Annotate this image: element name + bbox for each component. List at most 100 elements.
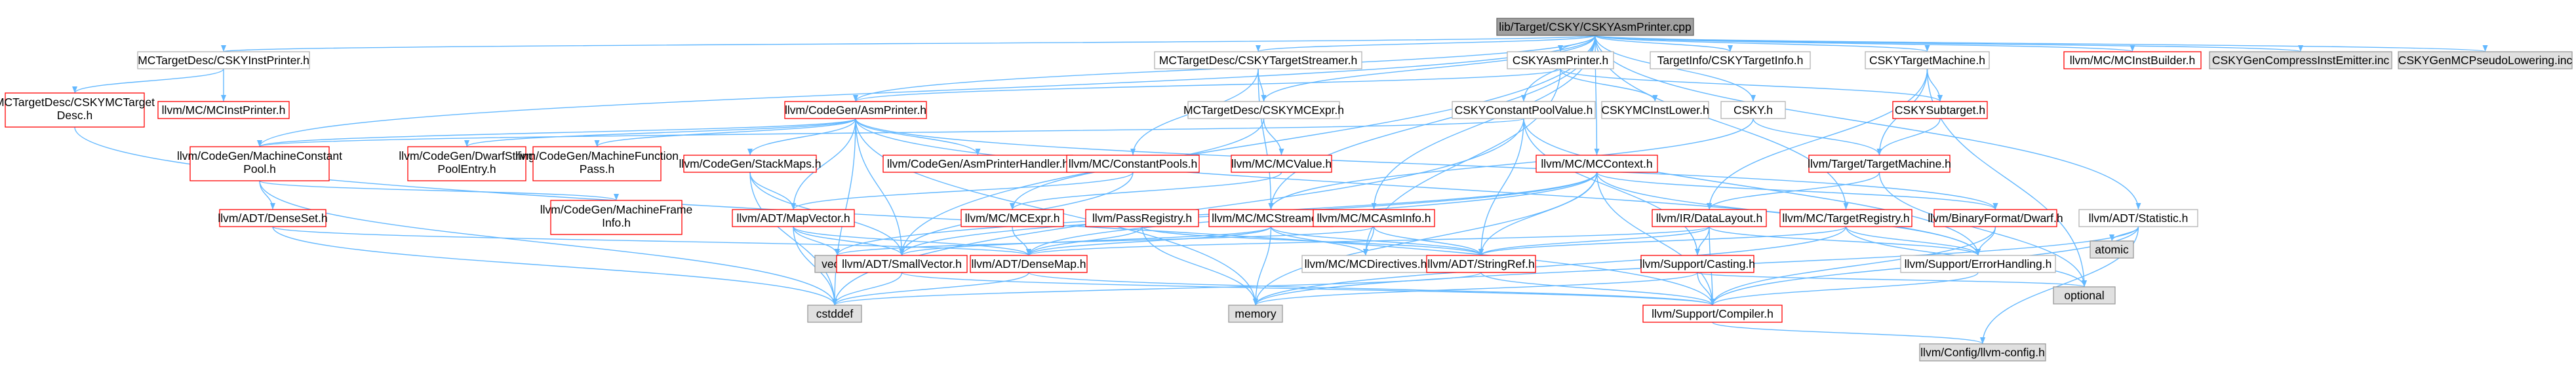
node-stringref[interactable]: llvm/ADT/StringRef.h — [1426, 255, 1536, 273]
node-ttm[interactable]: llvm/Target/TargetMachine.h — [1808, 155, 1951, 173]
node-casting[interactable]: llvm/Support/Casting.h — [1640, 255, 1755, 273]
edge-constpools-to-mapvector — [791, 172, 1134, 210]
node-compiler[interactable]: llvm/Support/Compiler.h — [1642, 305, 1783, 323]
node-label: llvm/MC/MCInstBuilder.h — [2070, 54, 2196, 67]
node-label: atomic — [2095, 243, 2129, 256]
node-cpv[interactable]: CSKYConstantPoolValue.h — [1452, 101, 1596, 119]
node-mcvalue[interactable]: llvm/MC/MCValue.h — [1231, 155, 1332, 173]
node-mcinstbuilder[interactable]: llvm/MC/MCInstBuilder.h — [2063, 51, 2202, 69]
node-mcexpr[interactable]: llvm/MC/MCExpr.h — [961, 209, 1064, 227]
node-llvmconfig[interactable]: llvm/Config/llvm-config.h — [1919, 343, 2046, 362]
node-mccontext[interactable]: llvm/MC/MCContext.h — [1536, 155, 1658, 173]
edge-mccontext-to-stringref — [1478, 172, 1598, 256]
node-box — [1066, 155, 1200, 173]
edge-asmprinter_h-to-cg_asmprinter — [853, 68, 1561, 102]
node-pseudolower[interactable]: CSKYGenMCPseudoLowering.inc — [2398, 51, 2573, 69]
node-tstreamer[interactable]: MCTargetDesc/CSKYTargetStreamer.h — [1154, 51, 1362, 69]
node-label: llvm/MC/MCDirectives.h — [1305, 257, 1427, 270]
node-box — [189, 146, 330, 181]
edge-root-to-instprinter — [222, 35, 1596, 52]
node-statistic[interactable]: llvm/ADT/Statistic.h — [2078, 209, 2198, 227]
edge-smallvector-to-cstddef — [832, 272, 903, 306]
node-asmprinter_h[interactable]: CSKYAsmPrinter.h — [1507, 51, 1614, 69]
edge-stackmaps-to-cstddef — [749, 172, 837, 306]
node-subtarget[interactable]: CSKYSubtarget.h — [1892, 101, 1988, 119]
node-box — [1865, 51, 1990, 69]
node-label: llvm/MC/MCAsmInfo.h — [1317, 212, 1431, 225]
node-label: llvm/ADT/DenseMap.h — [971, 257, 1086, 270]
edge-mcasminfo-to-stringref — [1373, 226, 1484, 256]
node-box — [1642, 305, 1783, 323]
node-box — [1536, 155, 1658, 173]
node-root[interactable]: lib/Target/CSKY/CSKYAsmPrinter.cpp — [1496, 18, 1694, 36]
node-cg_asmprinter[interactable]: llvm/CodeGen/AsmPrinter.h — [784, 101, 927, 119]
node-box — [2053, 286, 2116, 305]
edge-ttm-to-optional — [1878, 172, 2087, 288]
node-targetmachine[interactable]: CSKYTargetMachine.h — [1865, 51, 1990, 69]
edge-datalayout-to-densemap — [1026, 226, 1710, 256]
node-label: llvm/Support/Compiler.h — [1652, 307, 1773, 320]
node-label: CSKYGenMCPseudoLowering.inc — [2398, 54, 2573, 67]
node-csky_h[interactable]: CSKY.h — [1720, 101, 1786, 119]
node-bfdwarf[interactable]: llvm/BinaryFormat/Dwarf.h — [1928, 209, 2063, 227]
node-instprinter[interactable]: MCTargetDesc/CSKYInstPrinter.h — [137, 51, 310, 69]
node-label: llvm/CodeGen/StackMaps.h — [679, 157, 822, 170]
node-tregistry[interactable]: llvm/MC/TargetRegistry.h — [1779, 209, 1912, 227]
edge-mcstreamer-to-densemap — [1026, 226, 1272, 256]
edge-mcp-to-mframe — [259, 180, 619, 201]
edge-datalayout-to-stringref — [1478, 226, 1710, 256]
edge-root-to-compressinst — [1595, 35, 2303, 52]
node-mcdirectives[interactable]: llvm/MC/MCDirectives.h — [1301, 255, 1430, 273]
node-smallvector[interactable]: llvm/ADT/SmallVector.h — [836, 255, 968, 273]
node-layer: lib/Target/CSKY/CSKYAsmPrinter.cppMCTarg… — [0, 18, 2573, 362]
edge-cg_asmprinter-to-asmhandler — [855, 118, 981, 156]
node-box — [1496, 18, 1694, 36]
edge-mapvector-to-vector — [793, 226, 840, 256]
node-stackmaps[interactable]: llvm/CodeGen/StackMaps.h — [679, 155, 822, 173]
edge-smallvector-to-compiler — [901, 272, 1715, 306]
node-label: CSKY.h — [1734, 103, 1773, 117]
node-mcinstprinter[interactable]: llvm/MC/MCInstPrinter.h — [157, 101, 290, 119]
node-passreg[interactable]: llvm/PassRegistry.h — [1085, 209, 1199, 227]
node-mcasminfo[interactable]: llvm/MC/MCAsmInfo.h — [1313, 209, 1435, 227]
node-datalayout[interactable]: llvm/IR/DataLayout.h — [1652, 209, 1767, 227]
edge-root-to-mcp — [257, 35, 1596, 147]
node-label: memory — [1235, 307, 1276, 320]
node-targetinfo[interactable]: TargetInfo/CSKYTargetInfo.h — [1650, 51, 1811, 69]
node-label: llvm/Support/Casting.h — [1640, 257, 1755, 270]
node-cstddef[interactable]: cstddef — [807, 305, 862, 323]
node-atomic[interactable]: atomic — [2090, 240, 2134, 259]
node-optional[interactable]: optional — [2053, 286, 2116, 305]
node-densest[interactable]: llvm/ADT/DenseSet.h — [218, 209, 328, 227]
node-label: lib/Target/CSKY/CSKYAsmPrinter.cpp — [1499, 20, 1691, 33]
node-box — [1779, 209, 1912, 227]
node-mcexpr_csky[interactable]: MCTargetDesc/CSKYMCExpr.h — [1183, 101, 1344, 119]
node-compressinst[interactable]: CSKYGenCompressInstEmitter.inc — [2209, 51, 2392, 69]
edge-datalayout-to-casting — [1695, 226, 1710, 256]
node-instlower[interactable]: CSKYMCInstLower.h — [1601, 101, 1709, 119]
edge-mcstreamer-to-smallvector — [899, 226, 1272, 256]
node-label: MCTargetDesc/CSKYInstPrinter.h — [138, 54, 309, 67]
node-asmhandler[interactable]: llvm/CodeGen/AsmPrinterHandler.h — [882, 155, 1073, 173]
node-box — [1919, 343, 2046, 362]
node-label: llvm/MC/MCStreamer.h — [1212, 212, 1330, 225]
edge-root-to-targetmachine — [1595, 35, 1930, 52]
node-box — [784, 101, 927, 119]
node-densemap[interactable]: llvm/ADT/DenseMap.h — [970, 255, 1088, 273]
node-label: optional — [2064, 289, 2104, 302]
node-memory[interactable]: memory — [1228, 305, 1283, 323]
node-box — [2398, 51, 2573, 69]
node-constpools[interactable]: llvm/MC/ConstantPools.h — [1066, 155, 1200, 173]
edge-csky_h-to-ttm — [1753, 118, 1882, 156]
node-box — [1085, 209, 1199, 227]
edge-tregistry-to-memory — [1253, 226, 1847, 306]
node-mapvector[interactable]: llvm/ADT/MapVector.h — [732, 209, 855, 227]
node-errorhandling[interactable]: llvm/Support/ErrorHandling.h — [1900, 255, 2056, 273]
node-mcstreamer[interactable]: llvm/MC/MCStreamer.h — [1208, 209, 1334, 227]
